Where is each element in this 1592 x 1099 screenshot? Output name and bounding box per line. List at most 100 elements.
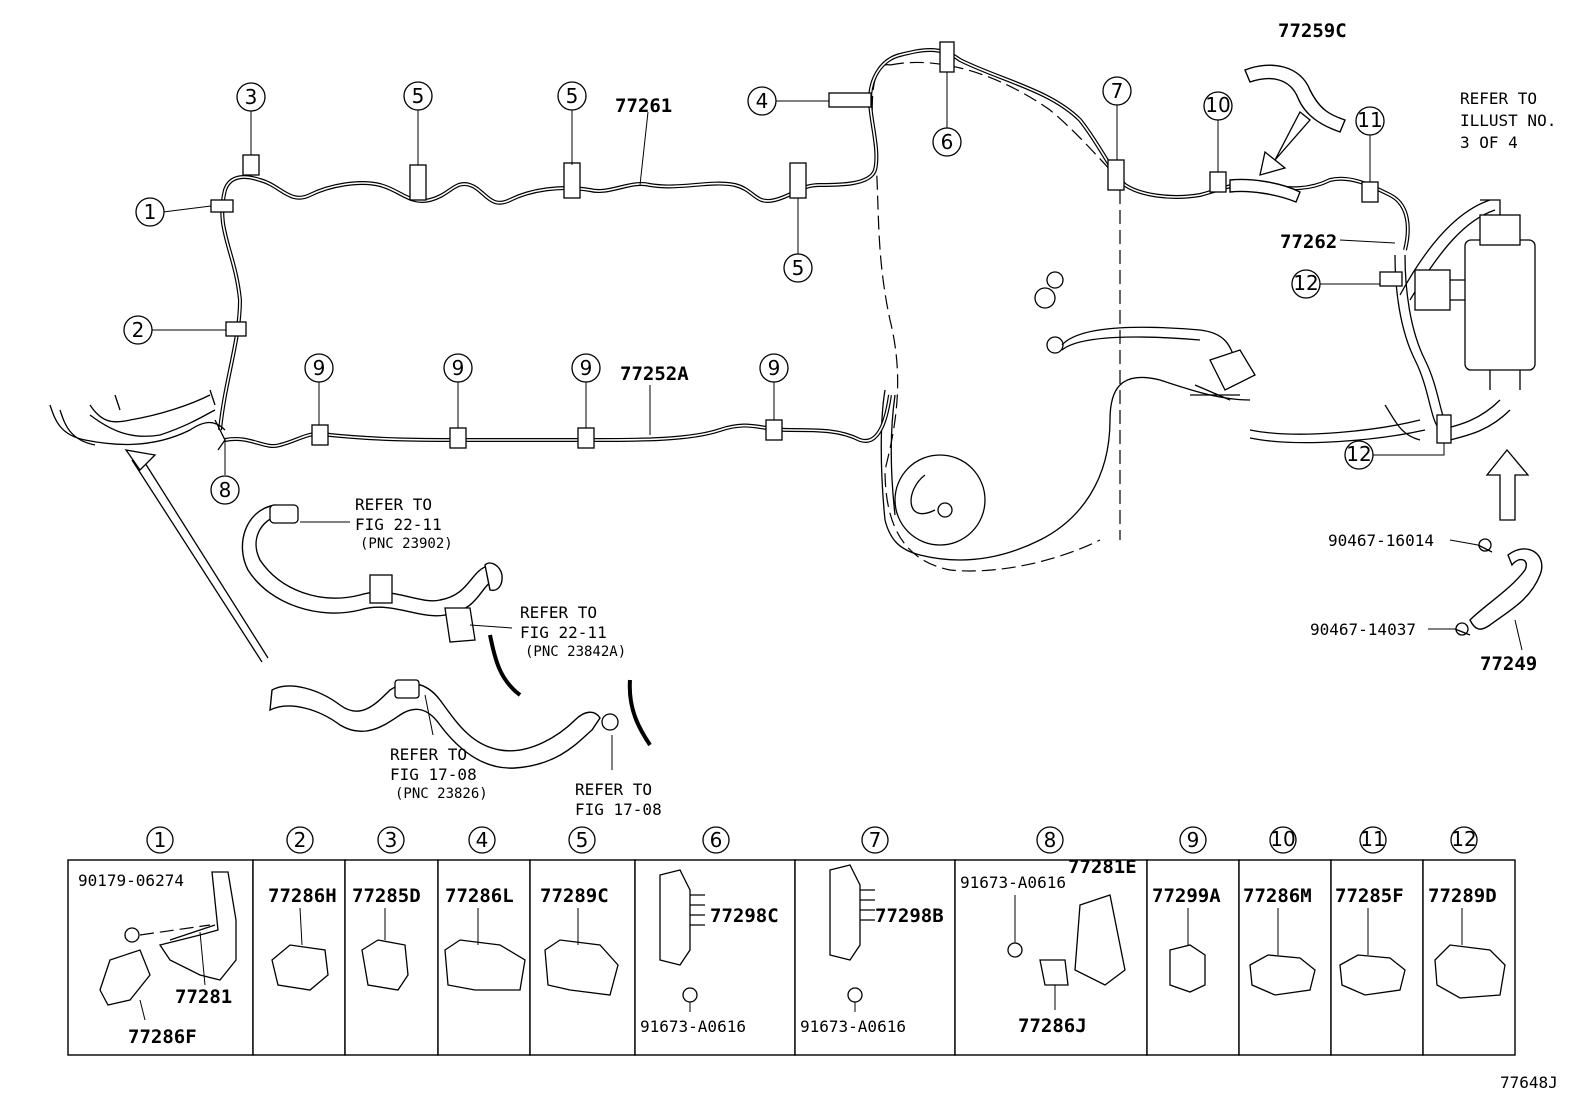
svg-text:3: 3 bbox=[385, 828, 398, 852]
charcoal-canister bbox=[1414, 199, 1536, 390]
label-90467-14037: 90467-14037 bbox=[1310, 620, 1416, 639]
svg-text:FIG 17-08: FIG 17-08 bbox=[575, 800, 662, 819]
table-header-9: 9 bbox=[1179, 826, 1207, 854]
svg-text:2: 2 bbox=[294, 828, 307, 852]
callout-12b: 12 bbox=[1344, 440, 1374, 470]
svg-text:5: 5 bbox=[566, 84, 579, 108]
svg-text:91673-A0616: 91673-A0616 bbox=[960, 873, 1066, 892]
label-90467-16014: 90467-16014 bbox=[1328, 531, 1434, 550]
table-header-4: 4 bbox=[468, 826, 496, 854]
svg-text:12: 12 bbox=[1346, 442, 1371, 466]
svg-text:4: 4 bbox=[476, 828, 489, 852]
callout-3: 3 bbox=[236, 82, 266, 112]
table-cell-11 bbox=[1330, 859, 1424, 1056]
callout-5b: 5 bbox=[557, 81, 587, 111]
svg-text:6: 6 bbox=[710, 828, 723, 852]
svg-text:9: 9 bbox=[768, 356, 781, 380]
svg-text:REFER TO: REFER TO bbox=[575, 780, 652, 799]
svg-text:ILLUST NO.: ILLUST NO. bbox=[1460, 111, 1556, 130]
svg-text:REFER TO: REFER TO bbox=[390, 745, 467, 764]
svg-text:8: 8 bbox=[219, 478, 232, 502]
svg-text:FIG 17-08: FIG 17-08 bbox=[390, 765, 477, 784]
svg-text:12: 12 bbox=[1451, 827, 1476, 851]
svg-text:9: 9 bbox=[452, 356, 465, 380]
label-77259C: 77259C bbox=[1278, 20, 1347, 42]
callout-5a: 5 bbox=[403, 81, 433, 111]
svg-text:9: 9 bbox=[1187, 828, 1200, 852]
svg-text:9: 9 bbox=[313, 356, 326, 380]
svg-text:3 OF 4: 3 OF 4 bbox=[1460, 133, 1518, 152]
svg-text:77298B: 77298B bbox=[875, 905, 944, 927]
svg-text:11: 11 bbox=[1357, 108, 1382, 132]
svg-text:3: 3 bbox=[245, 85, 258, 109]
svg-text:91673-A0616: 91673-A0616 bbox=[640, 1017, 746, 1036]
svg-text:77298C: 77298C bbox=[710, 905, 779, 927]
svg-text:1: 1 bbox=[144, 200, 157, 224]
svg-text:77281: 77281 bbox=[175, 986, 232, 1008]
svg-text:1: 1 bbox=[154, 828, 167, 852]
leader-lines bbox=[151, 72, 1523, 770]
part-labels: 77259C 77261 77262 77252A 77249 90467-16… bbox=[615, 20, 1537, 675]
label-77252A: 77252A bbox=[620, 363, 689, 385]
svg-text:5: 5 bbox=[412, 84, 425, 108]
callout-1: 1 bbox=[135, 197, 165, 227]
svg-text:REFER TO: REFER TO bbox=[355, 495, 432, 514]
label-77249: 77249 bbox=[1480, 653, 1537, 675]
svg-text:6: 6 bbox=[941, 130, 954, 154]
svg-text:(PNC 23842A): (PNC 23842A) bbox=[525, 644, 626, 660]
callout-4: 4 bbox=[747, 86, 777, 116]
svg-text:FIG 22-11: FIG 22-11 bbox=[520, 623, 607, 642]
callout-8: 8 bbox=[210, 475, 240, 505]
svg-text:5: 5 bbox=[576, 828, 589, 852]
fuel-pipe-77261 bbox=[218, 48, 1410, 431]
svg-text:7: 7 bbox=[869, 828, 882, 852]
callout-7: 7 bbox=[1102, 76, 1132, 106]
svg-text:91673-A0616: 91673-A0616 bbox=[800, 1017, 906, 1036]
svg-text:10: 10 bbox=[1270, 827, 1295, 851]
figure-id: 77648J bbox=[1500, 1073, 1558, 1092]
svg-text:77286F: 77286F bbox=[128, 1026, 197, 1048]
callout-10: 10 bbox=[1203, 91, 1233, 121]
svg-text:REFER TO: REFER TO bbox=[1460, 89, 1537, 108]
hose-assembly-fig17 bbox=[269, 679, 619, 769]
svg-text:12: 12 bbox=[1293, 271, 1318, 295]
table-header-10: 10 bbox=[1269, 826, 1297, 854]
hose-77249 bbox=[1469, 548, 1543, 630]
callout-5c: 5 bbox=[783, 253, 813, 283]
table-header-1: 1 bbox=[146, 826, 174, 854]
table-header-6: 6 bbox=[702, 826, 730, 854]
table-header-7: 7 bbox=[861, 826, 889, 854]
callout-9b: 9 bbox=[443, 353, 473, 383]
svg-text:9: 9 bbox=[580, 356, 593, 380]
svg-text:77286H: 77286H bbox=[268, 885, 337, 907]
reference-notes: REFER TO ILLUST NO. 3 OF 4 REFER TO FIG … bbox=[355, 89, 1556, 819]
pipe-clips bbox=[210, 41, 1452, 451]
callout-6: 6 bbox=[932, 127, 962, 157]
parts-table: 1 2 3 4 5 6 7 8 9 10 11 12 90179-06274 7… bbox=[67, 826, 1516, 1056]
svg-text:77289D: 77289D bbox=[1428, 885, 1497, 907]
fuel-pipe-77252A bbox=[49, 389, 892, 449]
svg-text:77299A: 77299A bbox=[1152, 885, 1221, 907]
svg-text:REFER TO: REFER TO bbox=[520, 603, 597, 622]
svg-text:11: 11 bbox=[1360, 827, 1385, 851]
svg-text:4: 4 bbox=[756, 89, 769, 113]
table-header-11: 11 bbox=[1359, 826, 1387, 854]
callout-12a: 12 bbox=[1291, 269, 1321, 299]
table-header-2: 2 bbox=[286, 826, 314, 854]
svg-text:(PNC 23902): (PNC 23902) bbox=[360, 536, 453, 552]
hose-10 bbox=[1229, 178, 1301, 203]
label-77261: 77261 bbox=[615, 95, 672, 117]
svg-text:77286J: 77286J bbox=[1018, 1015, 1087, 1037]
table-header-8: 8 bbox=[1036, 826, 1064, 854]
svg-text:90179-06274: 90179-06274 bbox=[78, 871, 184, 890]
table-header-12: 12 bbox=[1450, 826, 1478, 854]
fuel-tank-outline bbox=[871, 61, 1426, 572]
table-header-5: 5 bbox=[568, 826, 596, 854]
svg-text:77285F: 77285F bbox=[1335, 885, 1404, 907]
svg-text:8: 8 bbox=[1044, 828, 1057, 852]
svg-text:10: 10 bbox=[1205, 93, 1230, 117]
callout-9a: 9 bbox=[304, 353, 334, 383]
svg-text:2: 2 bbox=[132, 318, 145, 342]
table-header-3: 3 bbox=[377, 826, 405, 854]
